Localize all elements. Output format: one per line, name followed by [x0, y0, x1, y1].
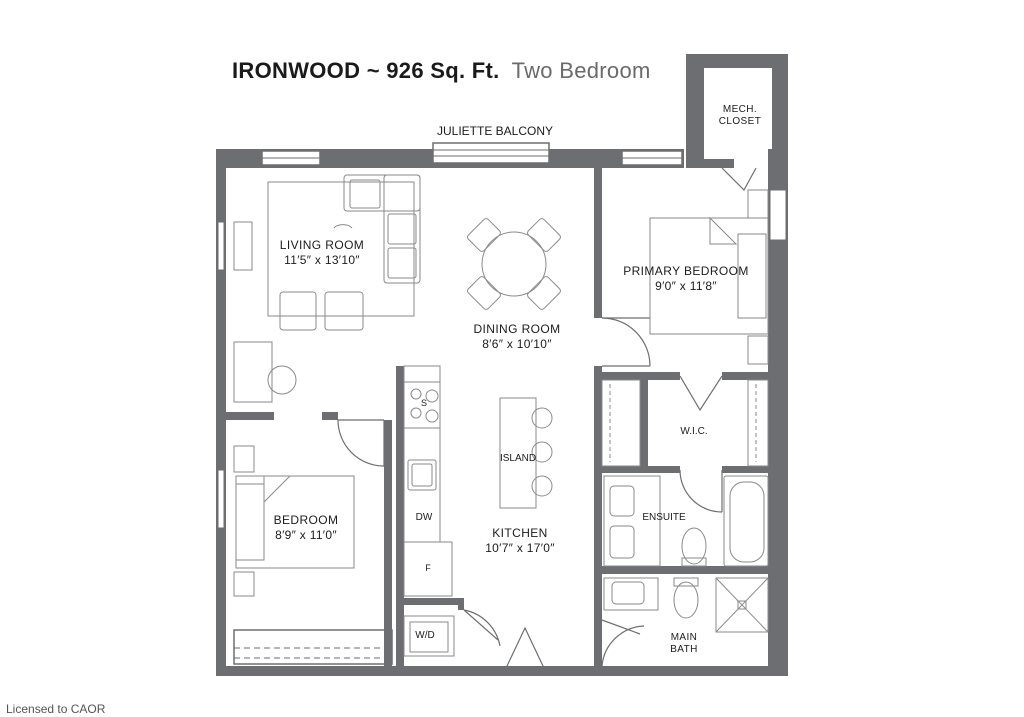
wic-north-wall-right: [722, 372, 770, 380]
ensuite-north-wall: [594, 466, 680, 473]
mech-closet-top-wall: [686, 54, 788, 68]
primary-bedroom-label: PRIMARY BEDROOM 9′0″ x 11′8″: [623, 264, 749, 294]
license-watermark: Licensed to CAOR: [6, 702, 106, 716]
dining-room-dims: 8′6″ x 10′10″: [482, 337, 552, 351]
bedroom-label: BEDROOM 8′9″ x 11′0″: [274, 513, 339, 543]
doors: [337, 167, 757, 667]
plan-title-type: Two Bedroom: [511, 58, 651, 83]
primary-bedroom-name: PRIMARY BEDROOM: [623, 264, 749, 278]
kitchen-label: KITCHEN 10′7″ x 17′0″: [485, 526, 555, 556]
bedroom-north-wall-left: [226, 412, 274, 420]
bedroom-name: BEDROOM: [273, 513, 339, 527]
primary-bedroom-west-wall: [594, 168, 602, 318]
wic-north-wall-left: [594, 372, 680, 380]
kitchen-fixtures: [403, 365, 553, 657]
east-wall: [768, 149, 788, 676]
mech-closet-line2: CLOSET: [718, 116, 762, 127]
mech-closet-bottom-wall: [704, 159, 734, 168]
windows: [217, 142, 787, 665]
ensuite-north-wall-right: [722, 466, 770, 473]
kitchen-name: KITCHEN: [492, 526, 548, 540]
kitchen-west-wall: [396, 366, 404, 666]
juliette-balcony-label: JULIETTE BALCONY: [436, 124, 554, 138]
bath-corridor-wall: [594, 366, 602, 666]
living-room-name: LIVING ROOM: [279, 238, 365, 252]
mech-closet-label: MECH. CLOSET: [719, 104, 761, 128]
laundry-north-wall: [396, 598, 464, 605]
dining-room-name: DINING ROOM: [473, 322, 561, 336]
mech-closet-right-wall: [772, 54, 788, 168]
stove-label: S: [420, 398, 428, 408]
west-wall: [216, 149, 226, 676]
main-bath-label: MAIN BATH: [670, 632, 698, 656]
wic-west-wall: [640, 380, 648, 470]
main-bath-line2: BATH: [670, 644, 698, 655]
main-bath-line1: MAIN: [670, 632, 698, 643]
mech-closet-left-wall: [686, 54, 704, 168]
wic-label: W.I.C.: [680, 426, 708, 437]
primary-bedroom-dims: 9′0″ x 11′8″: [655, 279, 717, 293]
bath-fixtures: [601, 379, 769, 633]
dishwasher-label: DW: [415, 512, 433, 523]
living-furniture: [233, 174, 421, 403]
bedroom-north-wall-mid: [322, 412, 338, 420]
plan-title: IRONWOOD ~ 926 Sq. Ft. Two Bedroom: [232, 58, 651, 84]
living-room-dims: 11′5″ x 13′10″: [284, 253, 360, 267]
bedroom-east-wall: [384, 420, 392, 666]
dining-table: [467, 218, 561, 310]
fridge-label: F: [425, 563, 431, 573]
plan-title-name: IRONWOOD ~ 926 Sq. Ft.: [232, 58, 500, 83]
ensuite-south-wall: [594, 566, 768, 574]
interior-walls: [226, 168, 770, 666]
mech-closet-line1: MECH.: [722, 104, 758, 115]
ensuite-label: ENSUITE: [642, 512, 686, 523]
dining-room-label: DINING ROOM 8′6″ x 10′10″: [473, 322, 560, 352]
living-room-label: LIVING ROOM 11′5″ x 13′10″: [280, 238, 364, 268]
washer-dryer-label: W/D: [415, 630, 435, 641]
south-wall: [216, 666, 788, 676]
island-label: ISLAND: [499, 453, 537, 464]
bedroom-furniture: [233, 445, 355, 597]
laundry-north-stub: [458, 598, 464, 610]
primary-bedroom-furniture: [649, 189, 769, 365]
kitchen-dims: 10′7″ x 17′0″: [485, 541, 555, 555]
bedroom-dims: 8′9″ x 11′0″: [275, 528, 337, 542]
